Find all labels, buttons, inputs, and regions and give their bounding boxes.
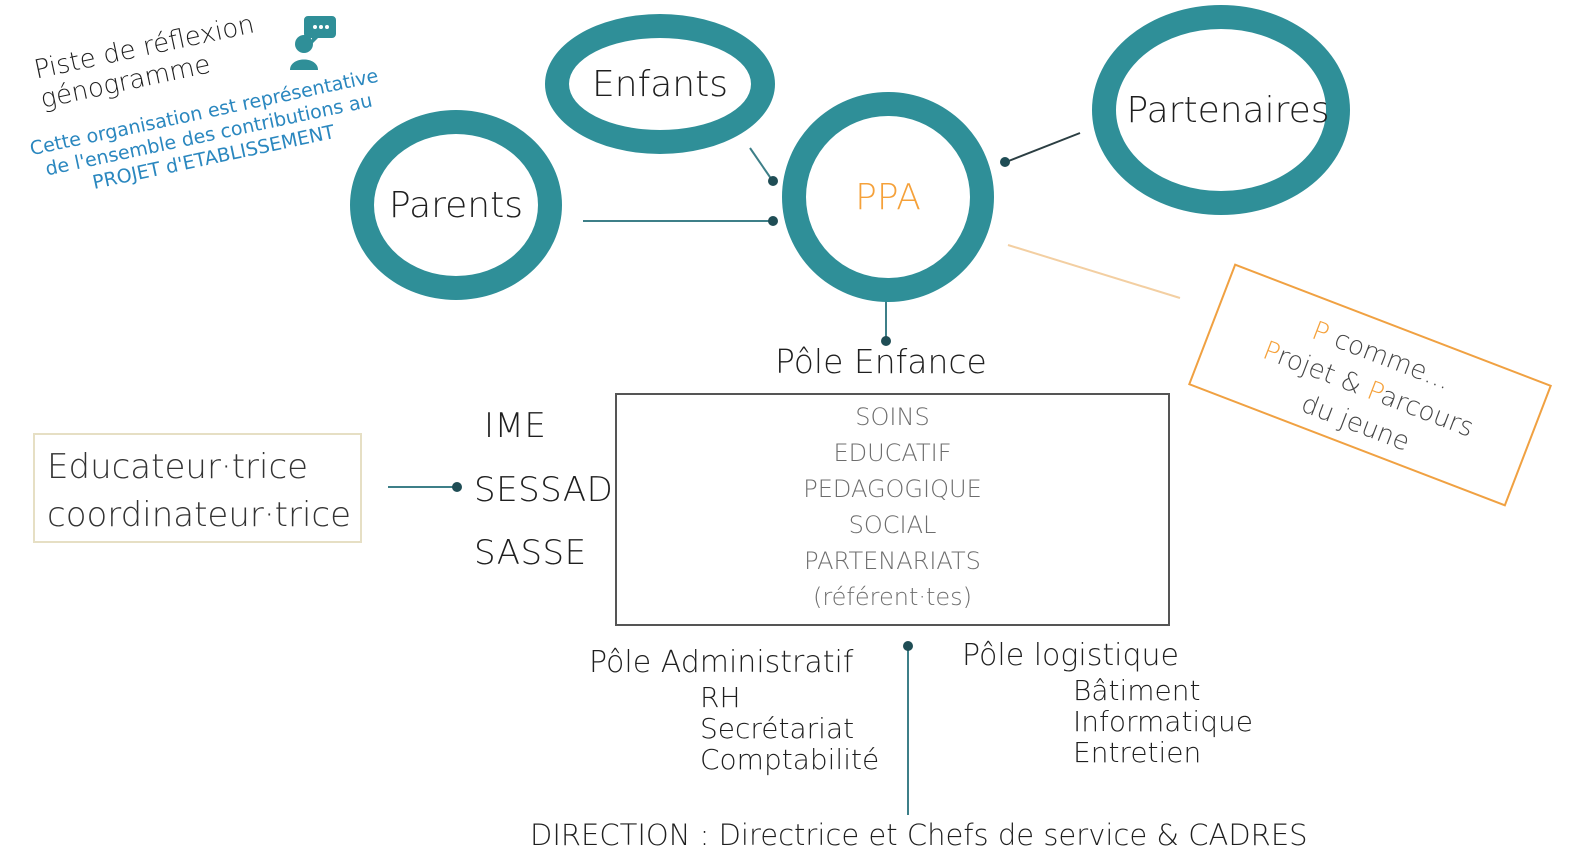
pole-enfance-title: Pôle Enfance bbox=[775, 342, 987, 381]
logistique-item-informatique: Informatique bbox=[1073, 705, 1253, 738]
logistique-item-entretien: Entretien bbox=[1073, 736, 1202, 769]
service-sessad: SESSAD bbox=[474, 470, 614, 510]
domain-soins: SOINS bbox=[855, 403, 930, 431]
partenaires-to-ppa-dot bbox=[1000, 157, 1010, 167]
pole-logistique-items: Bâtiment Informatique Entretien bbox=[1073, 675, 1253, 768]
parents-to-ppa-dot bbox=[768, 216, 778, 226]
domain-educatif: EDUCATIF bbox=[833, 439, 952, 467]
partenaires-label: Partenaires bbox=[1126, 89, 1330, 131]
pole-administratif-title: Pôle Administratif bbox=[589, 645, 854, 680]
service-ime: IME bbox=[484, 406, 547, 446]
ppa-circle: PPA bbox=[782, 92, 994, 302]
admin-item-secretariat: Secrétariat bbox=[700, 712, 855, 745]
admin-item-rh: RH bbox=[700, 681, 741, 714]
domain-partenariats: PARTENARIATS bbox=[804, 547, 981, 575]
domain-social: SOCIAL bbox=[848, 511, 937, 539]
coordinator-box: Educateur·trice coordinateur·trice bbox=[33, 433, 362, 543]
coordinator-line2: coordinateur·trice bbox=[47, 495, 352, 535]
domain-pedagogique: PEDAGOGIQUE bbox=[803, 475, 982, 503]
person-speech-bubble-icon bbox=[290, 16, 336, 70]
partenaires-circle: Partenaires bbox=[1092, 5, 1350, 215]
enfants-circle: Enfants bbox=[545, 14, 775, 154]
pole-administratif-items: RH Secrétariat Comptabilité bbox=[700, 682, 879, 775]
parents-label: Parents bbox=[389, 184, 523, 226]
coordinator-line1: Educateur·trice bbox=[47, 447, 309, 487]
logistique-item-batiment: Bâtiment bbox=[1073, 674, 1201, 707]
enfants-to-ppa-dot bbox=[768, 176, 778, 186]
direction-label: DIRECTION : Directrice et Chefs de servi… bbox=[530, 818, 1308, 852]
ppa-to-pole-enfance-dot bbox=[881, 336, 891, 346]
pole-logistique-title: Pôle logistique bbox=[962, 638, 1179, 673]
enfants-to-ppa-line bbox=[749, 147, 773, 181]
direction-to-poles-dot bbox=[903, 641, 913, 651]
admin-item-comptabilite: Comptabilité bbox=[700, 743, 880, 776]
partenaires-to-ppa-line bbox=[1005, 132, 1081, 163]
ppa-to-callout-line bbox=[1007, 244, 1181, 299]
domains-box: SOINS EDUCATIF PEDAGOGIQUE SOCIAL PARTEN… bbox=[615, 393, 1170, 626]
service-sasse: SASSE bbox=[474, 533, 587, 573]
domain-referents: (référent·tes) bbox=[812, 583, 973, 611]
ppa-label: PPA bbox=[855, 176, 921, 218]
enfants-label: Enfants bbox=[592, 63, 728, 105]
coordinator-to-services-dot bbox=[452, 482, 462, 492]
parents-circle: Parents bbox=[350, 110, 562, 300]
